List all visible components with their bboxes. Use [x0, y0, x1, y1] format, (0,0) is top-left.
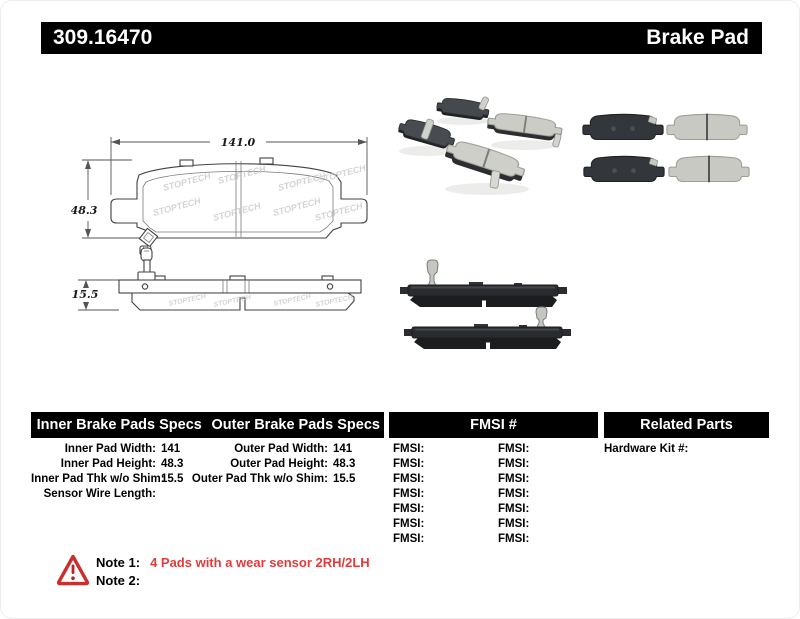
- spec-value: 48.3: [161, 458, 184, 470]
- spec-label: Outer Pad Width:: [234, 443, 328, 455]
- fmsi-label: FMSI:: [393, 488, 425, 500]
- fmsi-label: FMSI:: [393, 518, 425, 530]
- spec-value: [161, 487, 186, 502]
- table-row: Outer Pad Thk w/o Shim: 15.5: [186, 472, 358, 487]
- brake-pad-dark: [583, 155, 665, 183]
- pad-side-outline: [118, 275, 362, 311]
- note1-text: 4 Pads with a wear sensor 2RH/2LH: [150, 555, 370, 570]
- fmsi-label: FMSI:: [498, 473, 530, 485]
- brake-pad-dark: [582, 113, 664, 141]
- shadow: [445, 183, 529, 195]
- note-2: Note 2:: [96, 572, 370, 590]
- outer-specs-table: Outer Pad Width: 141 Outer Pad Height: 4…: [186, 442, 358, 487]
- thickness-dimension: 15.5: [72, 279, 119, 311]
- spec-value: 15.5: [333, 473, 356, 485]
- table-row: FMSI: FMSI:: [393, 442, 603, 457]
- spec-label: Inner Pad Height:: [60, 458, 156, 470]
- fmsi-label: FMSI:: [498, 518, 530, 530]
- inner-specs-table: Inner Pad Width: 141 Inner Pad Height: 4…: [31, 442, 186, 502]
- height-dimension: 48.3: [71, 159, 150, 239]
- side-view-drawing: 15.5 STOPTECH STOPTECH STOPTECH STOPTECH: [72, 247, 362, 311]
- fmsi-label: FMSI:: [498, 503, 530, 515]
- width-dimension: 141.0: [110, 136, 368, 195]
- brake-pad-light: [443, 135, 529, 185]
- spec-label: Outer Pad Height:: [230, 458, 328, 470]
- table-row: Inner Pad Thk w/o Shim: 15.5: [31, 472, 186, 487]
- brake-pad-light: [486, 110, 564, 143]
- spec-value: [693, 442, 718, 457]
- fmsi-table: FMSI: FMSI: FMSI: FMSI: FMSI: FMSI: FMSI…: [393, 442, 603, 547]
- wear-sensor: [552, 133, 562, 148]
- fmsi-header-bar: FMSI #: [389, 412, 598, 438]
- front-view-drawing: 141.0 48.3 STOPTECH STOPTECH STOPTECH ST…: [71, 136, 368, 256]
- height-dimension-label: 48.3: [71, 204, 98, 217]
- spec-value: 15.5: [161, 473, 184, 485]
- wear-sensor-side: [137, 247, 156, 281]
- spec-label: Inner Pad Thk w/o Shim:: [31, 473, 165, 485]
- wear-sensor: [535, 306, 548, 328]
- brake-pad-light: [668, 155, 750, 183]
- spec-label: Inner Pad Width:: [64, 443, 156, 455]
- table-row: FMSI: FMSI:: [393, 502, 603, 517]
- width-dimension-label: 141.0: [221, 136, 256, 149]
- spec-label: Hardware Kit #:: [604, 443, 689, 455]
- related-parts-header-bar: Related Parts: [604, 412, 769, 438]
- table-row: Inner Pad Height: 48.3: [31, 457, 186, 472]
- note1-label: Note 1:: [96, 555, 141, 570]
- fmsi-label: FMSI:: [498, 488, 530, 500]
- fmsi-label: FMSI:: [393, 473, 425, 485]
- wear-sensor: [478, 96, 489, 111]
- part-number: 309.16470: [53, 26, 153, 49]
- outer-specs-header: Outer Brake Pads Specs: [211, 417, 380, 433]
- note2-label: Note 2:: [96, 572, 141, 588]
- brake-pad-light: [666, 113, 748, 141]
- table-row: Inner Pad Width: 141: [31, 442, 186, 457]
- pad-front-outline: [110, 157, 368, 239]
- specs-header-bar: Inner Brake Pads Specs Outer Brake Pads …: [31, 412, 384, 438]
- photo-pads-edge: [400, 259, 571, 349]
- brake-pad-edge-bottom: [404, 306, 571, 349]
- wear-sensor: [420, 118, 435, 140]
- shadow: [399, 146, 455, 156]
- spec-label: Outer Pad Thk w/o Shim:: [191, 473, 328, 485]
- fmsi-label: FMSI:: [498, 443, 530, 455]
- wear-sensor: [489, 170, 501, 189]
- table-row: Sensor Wire Length:: [31, 487, 186, 502]
- table-row: Outer Pad Height: 48.3: [186, 457, 358, 472]
- related-parts-table: Hardware Kit #:: [604, 442, 718, 457]
- fmsi-label: FMSI:: [393, 503, 425, 515]
- fmsi-label: FMSI:: [498, 533, 530, 545]
- table-row: FMSI: FMSI:: [393, 472, 603, 487]
- title-bar: 309.16470 Brake Pad: [41, 22, 762, 54]
- notes-section: Note 1: 4 Pads with a wear sensor 2RH/2L…: [96, 554, 370, 589]
- photo-pads-perspective: [396, 95, 564, 195]
- spec-value: 48.3: [333, 458, 356, 470]
- spec-label: Sensor Wire Length:: [43, 488, 156, 500]
- shadow: [491, 140, 559, 150]
- fmsi-label: FMSI:: [393, 458, 425, 470]
- table-row: FMSI: FMSI:: [393, 517, 603, 532]
- warning-icon: [56, 554, 90, 586]
- spec-value: 141: [333, 443, 353, 455]
- inner-specs-header: Inner Brake Pads Specs: [36, 417, 202, 433]
- note-1: Note 1: 4 Pads with a wear sensor 2RH/2L…: [96, 554, 370, 572]
- stoptech-watermark: STOPTECH: [317, 163, 367, 185]
- fmsi-label: FMSI:: [393, 443, 425, 455]
- photo-pads-flat: [582, 113, 750, 183]
- product-type-label: Brake Pad: [646, 26, 749, 49]
- thickness-dimension-label: 15.5: [72, 288, 99, 301]
- table-row: FMSI: FMSI:: [393, 487, 603, 502]
- spec-value: 141: [161, 443, 181, 455]
- table-row: Hardware Kit #:: [604, 442, 718, 457]
- table-row: FMSI: FMSI:: [393, 457, 603, 472]
- brake-pad-edge-top: [400, 259, 567, 307]
- table-row: FMSI: FMSI:: [393, 532, 603, 547]
- table-row: Outer Pad Width: 141: [186, 442, 358, 457]
- fmsi-label: FMSI:: [393, 533, 425, 545]
- wear-sensor: [426, 259, 439, 287]
- fmsi-label: FMSI:: [498, 458, 530, 470]
